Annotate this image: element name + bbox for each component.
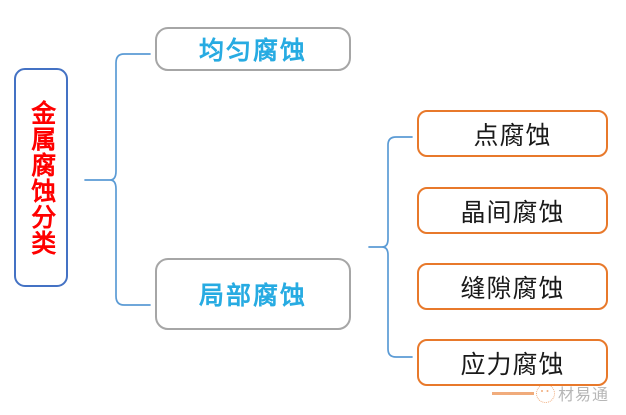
node-stress-corrosion[interactable]: 应力腐蚀 — [417, 339, 608, 386]
node-pitting-corrosion-label: 点腐蚀 — [473, 122, 552, 150]
circle-logo-icon — [536, 383, 555, 403]
node-localized-corrosion[interactable]: 局部腐蚀 — [155, 258, 351, 330]
node-uniform-corrosion-label: 均匀腐蚀 — [198, 38, 307, 65]
node-localized-corrosion-label: 局部腐蚀 — [198, 283, 307, 310]
node-intergranular-corrosion-label: 晶间腐蚀 — [460, 199, 565, 227]
node-intergranular-corrosion[interactable]: 晶间腐蚀 — [417, 187, 608, 234]
watermark-text: 材易通 — [558, 387, 610, 404]
watermark: 材易通 — [492, 379, 626, 407]
node-pitting-corrosion[interactable]: 点腐蚀 — [417, 110, 608, 157]
node-crevice-corrosion[interactable]: 缝隙腐蚀 — [417, 263, 608, 310]
root-node-label: 金属腐蚀分类 — [27, 99, 55, 256]
root-node-metal-corrosion-classification[interactable]: 金属腐蚀分类 — [14, 68, 68, 287]
watermark-rule — [492, 391, 534, 395]
node-crevice-corrosion-label: 缝隙腐蚀 — [460, 275, 565, 303]
node-uniform-corrosion[interactable]: 均匀腐蚀 — [155, 27, 351, 71]
node-stress-corrosion-label: 应力腐蚀 — [460, 351, 565, 379]
